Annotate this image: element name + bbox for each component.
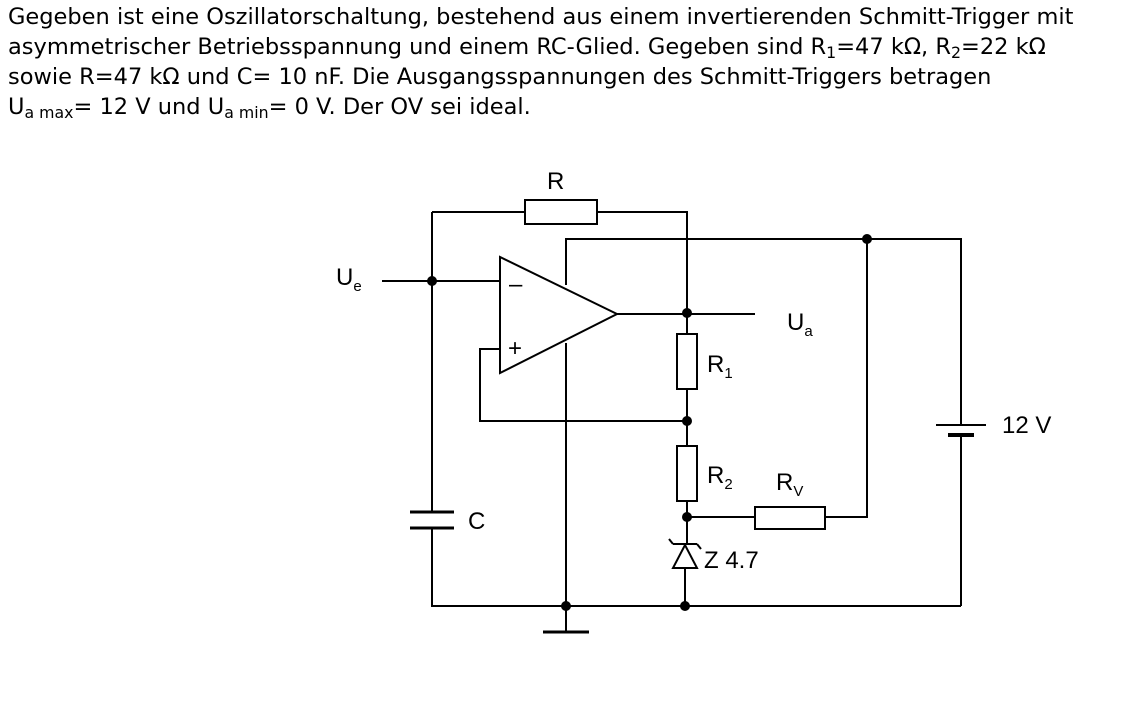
junction-ground-zener [680, 601, 690, 611]
problem-line-2: asymmetrischer Betriebsspannung und eine… [8, 34, 1046, 62]
junction-ue [427, 276, 437, 286]
label-r: R [547, 168, 564, 195]
opamp-triangle [499, 255, 620, 375]
label-opamp-minus: – [509, 271, 523, 298]
label-ua: Ua [787, 309, 813, 340]
label-c: C [468, 508, 485, 535]
problem-line-4: Ua max= 12 V und Ua min= 0 V. Der OV sei… [8, 94, 531, 122]
resistor-r [524, 199, 598, 225]
problem-line-3: sowie R=47 kΩ und C= 10 nF. Die Ausgangs… [8, 64, 992, 90]
junction-ground-left [561, 601, 571, 611]
label-zener: Z 4.7 [704, 547, 759, 574]
zener-diode-z47 [671, 542, 699, 569]
junction-supply-top [862, 234, 872, 244]
wire-feedback-right [597, 211, 688, 313]
label-opamp-plus: + [508, 335, 522, 362]
resistor-r1 [676, 333, 698, 390]
junction-r2-rv [682, 512, 692, 522]
label-ue: Ue [336, 264, 362, 295]
problem-line-1: Gegeben ist eine Oszillatorschaltung, be… [8, 4, 1074, 30]
junction-r1-r2 [682, 416, 692, 426]
label-r2: R2 [707, 462, 733, 493]
junction-output [682, 308, 692, 318]
problem-statement: Gegeben ist eine Oszillatorschaltung, be… [8, 2, 1137, 122]
wire-cap-bottom [431, 528, 961, 607]
label-battery: 12 V [1002, 412, 1051, 439]
label-rv: RV [776, 469, 803, 500]
wire-plus-input [479, 348, 687, 422]
wire-supply-positive [565, 238, 962, 425]
resistor-rv [754, 506, 826, 530]
resistor-r2 [676, 445, 698, 502]
label-r1: R1 [707, 351, 733, 382]
wire-rv-right [825, 239, 868, 518]
